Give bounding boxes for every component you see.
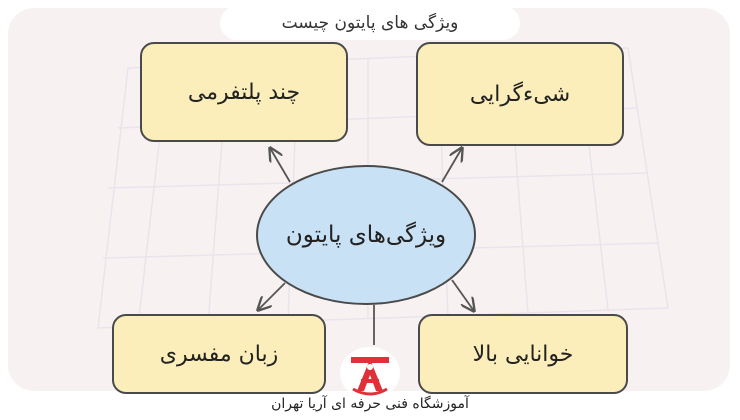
institute-logo: [340, 347, 400, 399]
feature-label: چند پلتفرمی: [187, 79, 301, 105]
arrow-to-top-left: [270, 148, 291, 183]
feature-label: زبان مفسری: [159, 341, 279, 367]
feature-label: شیءگرایی: [469, 81, 571, 107]
feature-box-top-left: چند پلتفرمی: [140, 42, 348, 142]
feature-box-top-right: شیءگرایی: [416, 42, 624, 146]
diagram-title: ویژگی های پایتون چیست: [220, 6, 520, 40]
feature-label: خوانایی بالا: [472, 341, 574, 367]
feature-box-bottom-left: زبان مفسری: [112, 314, 326, 394]
arrow-to-bottom-left: [258, 282, 286, 310]
footer-caption: آموزشگاه فنی حرفه ای آریا تهران: [271, 396, 469, 412]
feature-box-bottom-right: خوانایی بالا: [418, 314, 628, 394]
center-label: ویژگی‌های پایتون: [285, 222, 447, 248]
arrow-to-top-right: [441, 148, 462, 183]
center-node: ویژگی‌های پایتون: [256, 165, 476, 305]
arrow-to-bottom-right: [451, 279, 474, 311]
